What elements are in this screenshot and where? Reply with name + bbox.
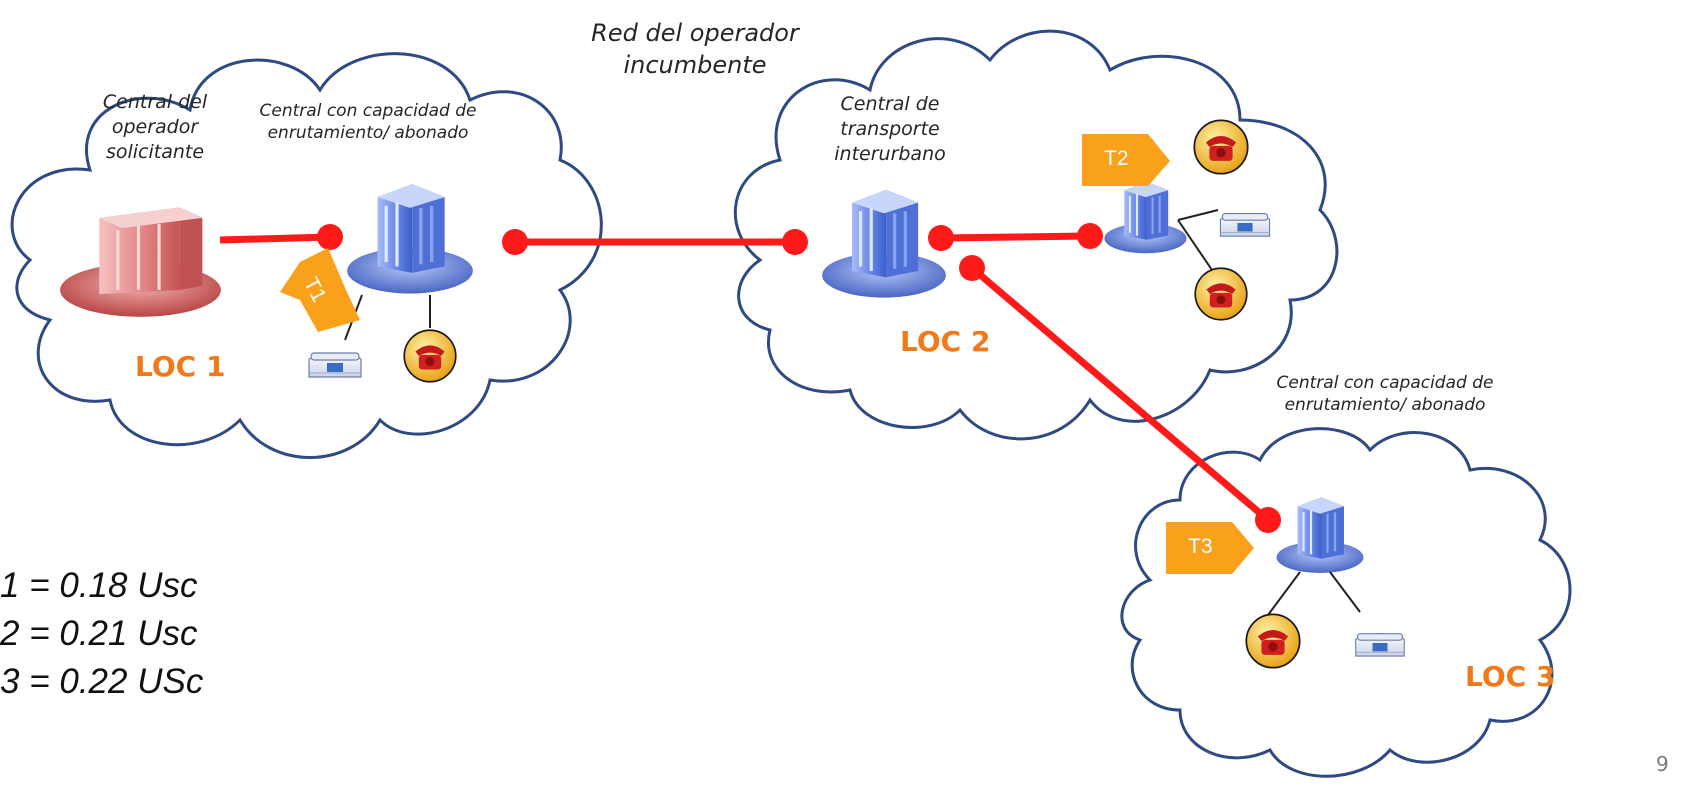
desk-telephone-icon [1219,212,1271,237]
connector [1177,219,1213,271]
connector [1177,209,1219,221]
tariff-tag-t2: T2 [1104,147,1129,170]
tariff-tag-t2-shape [1082,134,1170,186]
red-telephone-icon [1193,119,1249,175]
desk-telephone-icon [1355,633,1405,657]
connector [1267,571,1301,616]
desk-telephone-icon [308,352,362,378]
formula-t2: 2 = 0.21 Usc [0,614,198,653]
link-endpoint [502,229,528,255]
loc2-label: LOC 2 [900,325,991,358]
red-telephone-icon [403,329,457,383]
link-endpoint [782,229,808,255]
tariff-tag-t3: T3 [1188,535,1213,558]
link-endpoint [1077,223,1103,249]
requesting-operator-label: Central del operador solicitante [102,91,208,164]
link-endpoint [317,224,343,250]
cloud-loc3 [1120,427,1572,778]
formula-t3: 3 = 0.22 USc [0,662,204,701]
link-transit-to-loc3 [969,265,1271,523]
tariff-tag-t1-shape [280,248,360,332]
routing-exchange-loc3-label: Central con capacidad de enrutamiento/ a… [1276,373,1494,416]
connector [1329,571,1361,613]
loc3-label: LOC 3 [1465,660,1556,693]
red-telephone-icon [1245,613,1301,669]
page-number: 9 [1656,752,1669,776]
network-title: Red del operador incumbente [591,19,799,79]
link-transit-to-t2 [940,232,1091,242]
transit-exchange-label: Central de transporte interurbano [834,93,946,166]
link-endpoint [1255,507,1281,533]
tariff-tag-t3-shape [1166,522,1254,574]
loc1-label: LOC 1 [135,350,226,383]
red-telephone-icon [1194,267,1248,321]
link-requesting-to-routing [219,233,331,244]
link-endpoint [959,255,985,281]
formula-t1: 1 = 0.18 Usc [0,566,198,605]
routing-exchange-loc1-label: Central con capacidad de enrutamiento/ a… [259,101,477,144]
link-endpoint [928,225,954,251]
